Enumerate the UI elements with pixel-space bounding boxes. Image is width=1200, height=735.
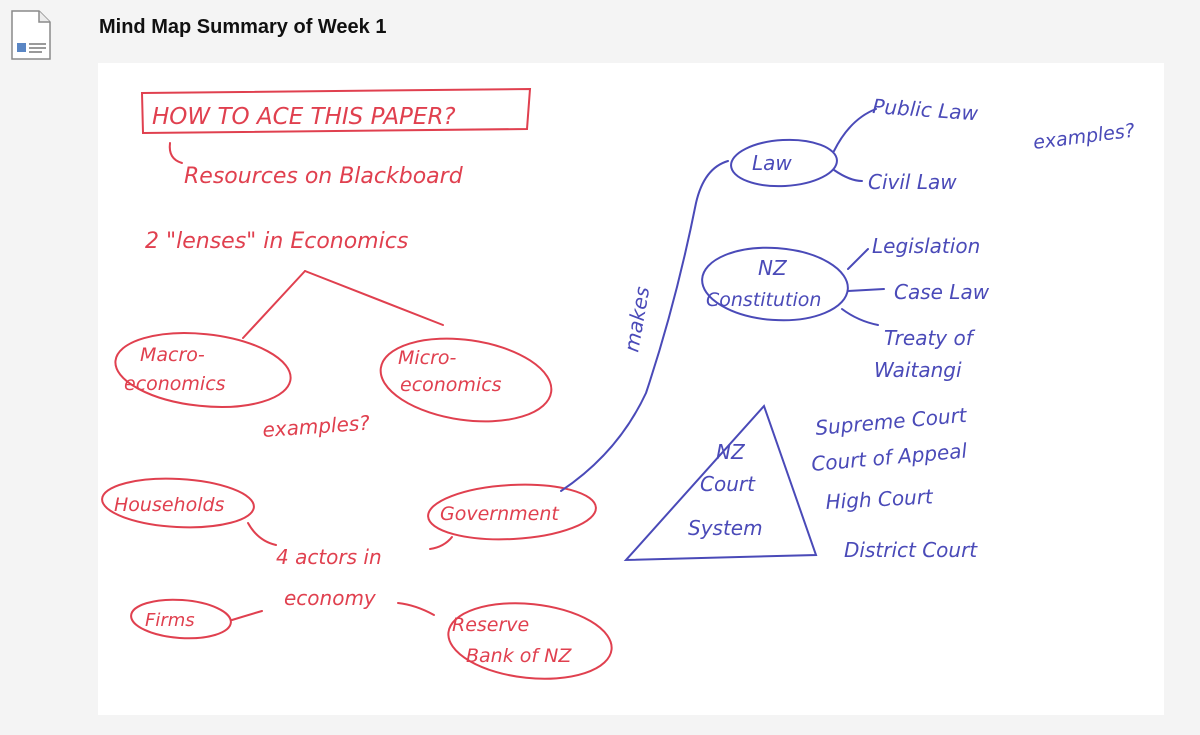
macro-line-2: economics (124, 373, 226, 395)
civil-law-text: Civil Law (868, 170, 957, 194)
nz-constitution-node: NZ Constitution (701, 246, 849, 322)
constitution-line-1: NZ (758, 256, 788, 280)
mind-map-drawing: HOW TO ACE THIS PAPER? Resources on Blac… (101, 87, 1136, 680)
law-branch-public (833, 108, 877, 152)
court-system-line-3: System (688, 516, 763, 540)
connector-reserve-bank (397, 602, 435, 616)
connector-households (247, 522, 277, 546)
law-node: Law (730, 138, 838, 188)
public-law-text: Public Law (872, 94, 980, 125)
firms-node: Firms (130, 598, 232, 640)
lenses-text: 2 "lenses" in Economics (145, 229, 408, 254)
court-high: High Court (825, 484, 935, 514)
makes-text: makes (619, 285, 654, 354)
actors-line-1: 4 actors in (276, 545, 382, 569)
government-text: Government (440, 503, 560, 525)
micro-line-2: economics (400, 374, 502, 396)
law-text: Law (752, 151, 792, 175)
connector-firms (231, 610, 263, 621)
nz-court-system-node: NZ Court System (623, 404, 818, 562)
examples-right-text: examples? (1032, 120, 1136, 154)
micro-line-1: Micro- (398, 347, 457, 369)
resources-text: Resources on Blackboard (184, 164, 464, 189)
constitution-branch-legislation (847, 248, 869, 270)
document-icon[interactable] (9, 9, 53, 61)
law-branch-civil (833, 169, 863, 182)
constitution-branch-treaty (841, 308, 879, 326)
firms-text: Firms (145, 610, 195, 631)
micro-economics-node: Micro- economics (379, 337, 553, 423)
heading-text: HOW TO ACE THIS PAPER? (152, 104, 456, 130)
lenses-branch-right (304, 270, 444, 326)
legislation-text: Legislation (872, 234, 980, 258)
households-text: Households (114, 494, 225, 516)
actors-line-2: economy (284, 586, 377, 610)
government-node: Government (427, 483, 597, 541)
constitution-line-2: Constitution (706, 289, 821, 311)
lenses-branch-left (242, 270, 306, 339)
court-system-line-2: Court (700, 472, 756, 496)
heading-box: HOW TO ACE THIS PAPER? (140, 87, 532, 135)
examples-left-text: examples? (262, 411, 371, 442)
heading-connector (168, 142, 183, 164)
reserve-bank-line-2: Bank of NZ (466, 645, 572, 667)
case-law-text: Case Law (894, 280, 990, 304)
reserve-bank-line-1: Reserve (452, 614, 529, 636)
makes-connector (560, 160, 729, 492)
treaty-line-2: Waitangi (874, 358, 962, 382)
constitution-branch-case-law (847, 288, 885, 292)
treaty-line-1: Treaty of (884, 326, 976, 350)
court-district: District Court (844, 538, 978, 562)
court-appeal: Court of Appeal (810, 438, 968, 476)
reserve-bank-node: Reserve Bank of NZ (447, 602, 613, 680)
court-supreme: Supreme Court (814, 403, 968, 440)
macro-economics-node: Macro- economics (114, 332, 292, 408)
households-node: Households (101, 477, 255, 529)
court-system-line-1: NZ (716, 440, 746, 464)
macro-line-1: Macro- (140, 344, 205, 366)
connector-government (429, 536, 453, 550)
page-title: Mind Map Summary of Week 1 (99, 16, 387, 38)
mind-map-image: HOW TO ACE THIS PAPER? Resources on Blac… (98, 63, 1164, 715)
